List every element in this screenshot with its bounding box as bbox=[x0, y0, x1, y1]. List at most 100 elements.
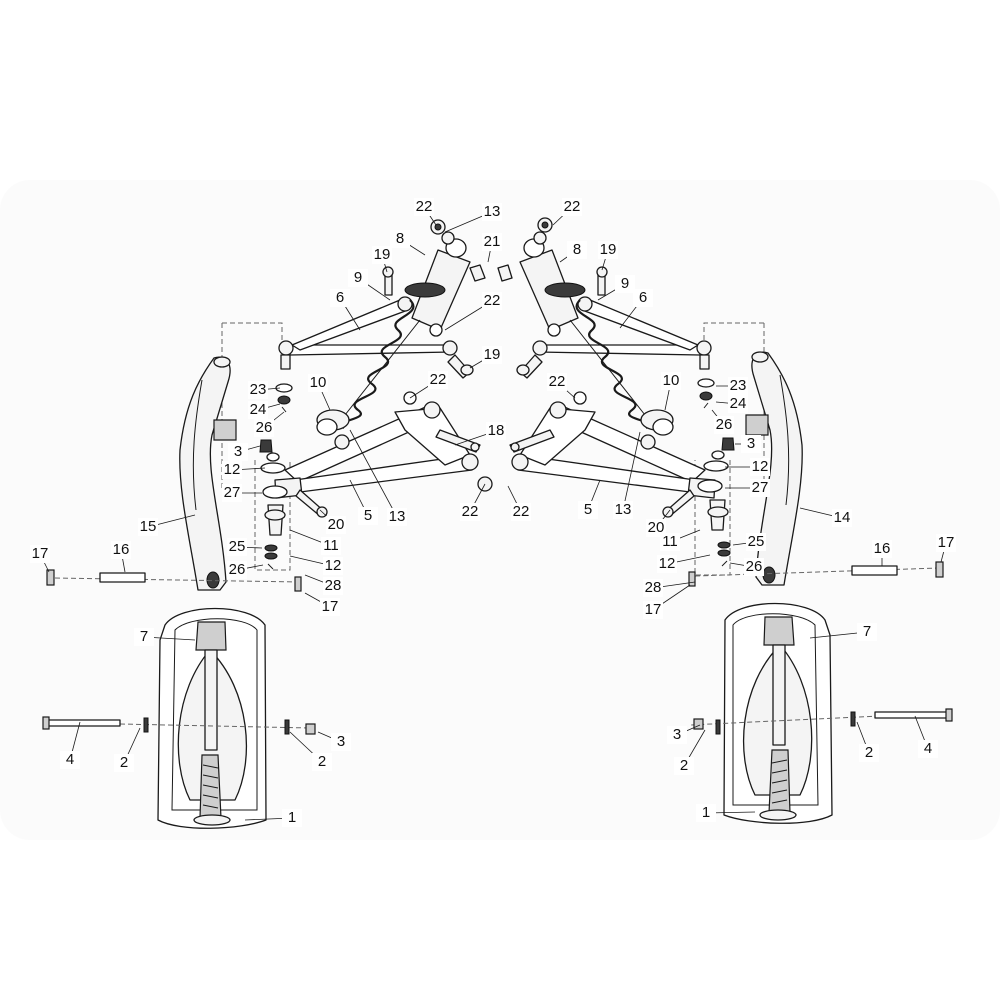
callout-label-background bbox=[667, 726, 687, 744]
callout-label-background bbox=[227, 538, 247, 556]
callout-number: 15 bbox=[140, 518, 157, 535]
callout-number: 18 bbox=[488, 422, 505, 439]
callout-label-background bbox=[661, 372, 681, 390]
callout-label-background bbox=[859, 744, 879, 762]
callout-label-background bbox=[138, 518, 158, 536]
upper-a-arm-left bbox=[278, 296, 458, 370]
callout-number: 10 bbox=[310, 374, 327, 391]
callout-number: 27 bbox=[752, 479, 769, 496]
callout-label-background bbox=[482, 203, 502, 221]
callout-number: 7 bbox=[863, 623, 871, 640]
callout-number: 25 bbox=[229, 538, 246, 555]
callout-label-background bbox=[320, 598, 340, 616]
callout-number: 22 bbox=[484, 292, 501, 309]
callout-number: 25 bbox=[748, 533, 765, 550]
callout-label-background bbox=[643, 601, 663, 619]
callout-label-background bbox=[222, 461, 242, 479]
callout-label-background bbox=[728, 395, 748, 413]
callout-number: 11 bbox=[662, 533, 678, 550]
callout-label-background bbox=[615, 275, 635, 293]
callout-number: 17 bbox=[938, 534, 955, 551]
callout-number: 2 bbox=[865, 744, 873, 761]
reference-box-left-lower bbox=[254, 460, 291, 571]
callout-number: 14 bbox=[834, 509, 851, 526]
callout-number: 20 bbox=[328, 516, 345, 533]
callout-number: 17 bbox=[32, 545, 49, 562]
callout-label-background bbox=[30, 545, 50, 563]
callout-label-background bbox=[511, 503, 531, 521]
pivot-shaft-right bbox=[688, 561, 944, 587]
ball-joint-stack-right bbox=[697, 378, 735, 567]
callout-label-background bbox=[562, 198, 582, 216]
callout-label-background bbox=[872, 540, 892, 558]
callout-number: 22 bbox=[564, 198, 581, 215]
callout-number: 12 bbox=[325, 557, 342, 574]
callout-label-background bbox=[613, 501, 633, 519]
callout-number: 1 bbox=[288, 809, 296, 826]
callout-number: 9 bbox=[354, 269, 362, 286]
callout-number: 3 bbox=[234, 443, 242, 460]
callout-number: 17 bbox=[322, 598, 339, 615]
callout-number: 12 bbox=[224, 461, 241, 478]
callout-label-background bbox=[134, 628, 154, 646]
callout-number: 26 bbox=[256, 419, 273, 436]
callout-number: 12 bbox=[659, 555, 676, 572]
callout-label-background bbox=[428, 371, 448, 389]
callout-number: 5 bbox=[364, 507, 372, 524]
callout-number: 22 bbox=[549, 373, 566, 390]
callout-label-background bbox=[482, 346, 502, 364]
callout-label-background bbox=[643, 579, 663, 597]
callout-label-background bbox=[372, 246, 392, 264]
right-assembly bbox=[509, 217, 953, 824]
upper-a-arm-right bbox=[532, 296, 712, 370]
callout-number: 26 bbox=[229, 561, 246, 578]
callout-number: 6 bbox=[639, 289, 647, 306]
callout-number: 1 bbox=[702, 804, 710, 821]
callout-label-background bbox=[598, 241, 618, 259]
hardware-right bbox=[509, 217, 656, 453]
callout-number: 21 bbox=[484, 233, 501, 250]
callout-number: 22 bbox=[462, 503, 479, 520]
callout-number: 13 bbox=[389, 508, 406, 525]
callout-label-background bbox=[486, 422, 506, 440]
callout-number: 2 bbox=[680, 757, 688, 774]
trailing-arm-left bbox=[179, 356, 237, 591]
callout-label-background bbox=[308, 374, 328, 392]
callout-number: 7 bbox=[140, 628, 148, 645]
reference-box-left-upper bbox=[222, 322, 283, 345]
callout-number: 3 bbox=[337, 733, 345, 750]
callout-number: 3 bbox=[747, 435, 755, 452]
lower-a-arm-left bbox=[274, 401, 479, 518]
callout-leader-line bbox=[622, 431, 641, 511]
callout-label-background bbox=[646, 519, 666, 537]
callout-label-background bbox=[348, 269, 368, 287]
ball-joint-stack-left bbox=[259, 383, 293, 570]
callout-label-background bbox=[228, 443, 248, 461]
callout-label-background bbox=[741, 435, 761, 453]
callout-label-background bbox=[227, 561, 247, 579]
callout-label-background bbox=[358, 507, 378, 525]
callout-label-background bbox=[633, 289, 653, 307]
callout-label-background bbox=[482, 233, 502, 251]
callout-number: 12 bbox=[752, 458, 769, 475]
callout-label-background bbox=[387, 508, 407, 526]
callout-label-background bbox=[832, 509, 852, 527]
callout-label-background bbox=[567, 241, 587, 259]
callout-number: 11 bbox=[323, 537, 339, 554]
callout-number: 24 bbox=[250, 401, 267, 418]
callout-number: 19 bbox=[374, 246, 391, 263]
callout-label-background bbox=[60, 751, 80, 769]
callout-label-background bbox=[254, 419, 274, 437]
callout-number: 28 bbox=[645, 579, 662, 596]
callout-number: 23 bbox=[250, 381, 267, 398]
callout-number: 9 bbox=[621, 275, 629, 292]
callout-number: 26 bbox=[746, 558, 763, 575]
callout-number: 13 bbox=[615, 501, 632, 518]
callout-label-background bbox=[323, 557, 343, 575]
callout-number: 6 bbox=[336, 289, 344, 306]
callout-number: 26 bbox=[716, 416, 733, 433]
reference-box-right-upper bbox=[703, 322, 764, 345]
callout-label-background bbox=[746, 533, 766, 551]
callout-label-background bbox=[414, 198, 434, 216]
callout-label-background bbox=[547, 373, 567, 391]
